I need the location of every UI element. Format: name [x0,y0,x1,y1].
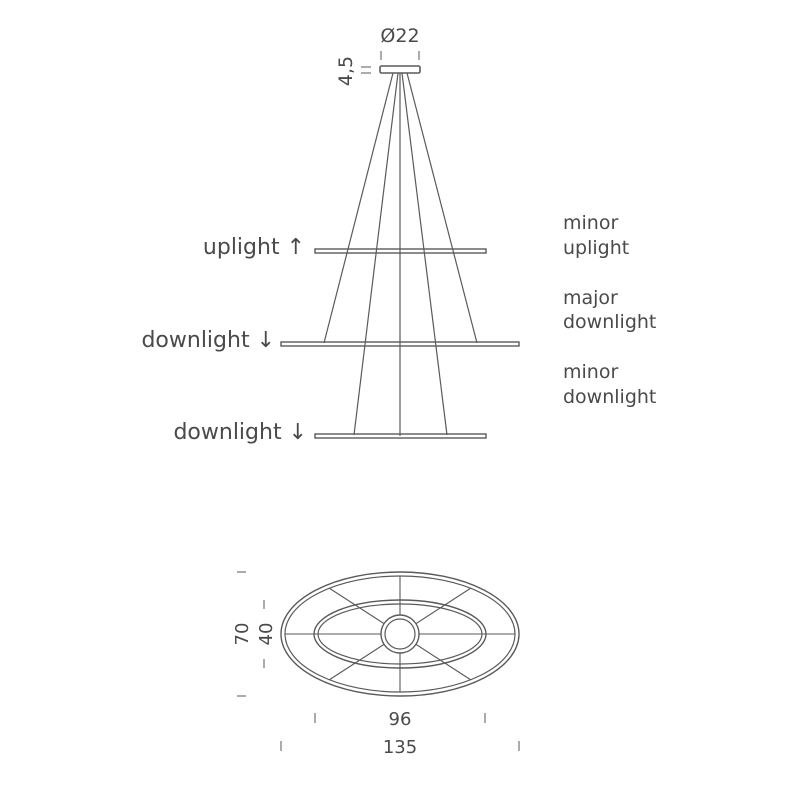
inner-height-dimension: 40 [256,600,277,668]
minor-downlight-line2: downlight [563,386,656,408]
cable-outer-right [406,72,478,344]
downlight-label-bottom: downlight ↓ [173,420,307,445]
ceiling-canopy [379,65,421,74]
uplight-label: uplight ↑ [203,235,305,260]
ring-type-legend: minor uplight major downlight minor down… [563,212,656,408]
outer-height-dimension: 70 [232,571,253,697]
suspension-cables [323,72,478,436]
elevation-view: Ø22 4,5 uplight ↑ downlight ↓ downlight … [141,25,656,445]
inner-height-label: 40 [256,623,277,646]
major-downlight-line1: major [563,287,618,309]
outer-width-dimension: 135 [280,737,520,758]
canopy-diameter-label: Ø22 [380,25,419,47]
cable-inner-left [353,72,399,436]
minor-uplight-line2: uplight [563,237,629,259]
major-downlight-ring [280,341,520,347]
canopy-height-dimension: 4,5 [335,56,371,86]
minor-uplight-line1: minor [563,212,618,234]
cable-inner-right [401,72,448,436]
minor-downlight-line1: minor [563,361,618,383]
inner-width-dimension: 96 [314,709,486,730]
downlight-label-middle: downlight ↓ [141,328,275,353]
major-downlight-line2: downlight [563,311,656,333]
canopy-diameter-dimension: Ø22 [380,25,420,60]
inner-width-label: 96 [389,709,412,730]
minor-downlight-ring [314,433,487,439]
outer-width-label: 135 [383,737,417,758]
cable-outer-left [323,72,394,344]
canopy-height-label: 4,5 [335,56,357,86]
minor-uplight-ring [314,248,487,254]
outer-height-label: 70 [232,623,253,646]
outer-ring-plan [280,571,520,697]
plan-view: 70 40 96 135 [232,571,520,758]
